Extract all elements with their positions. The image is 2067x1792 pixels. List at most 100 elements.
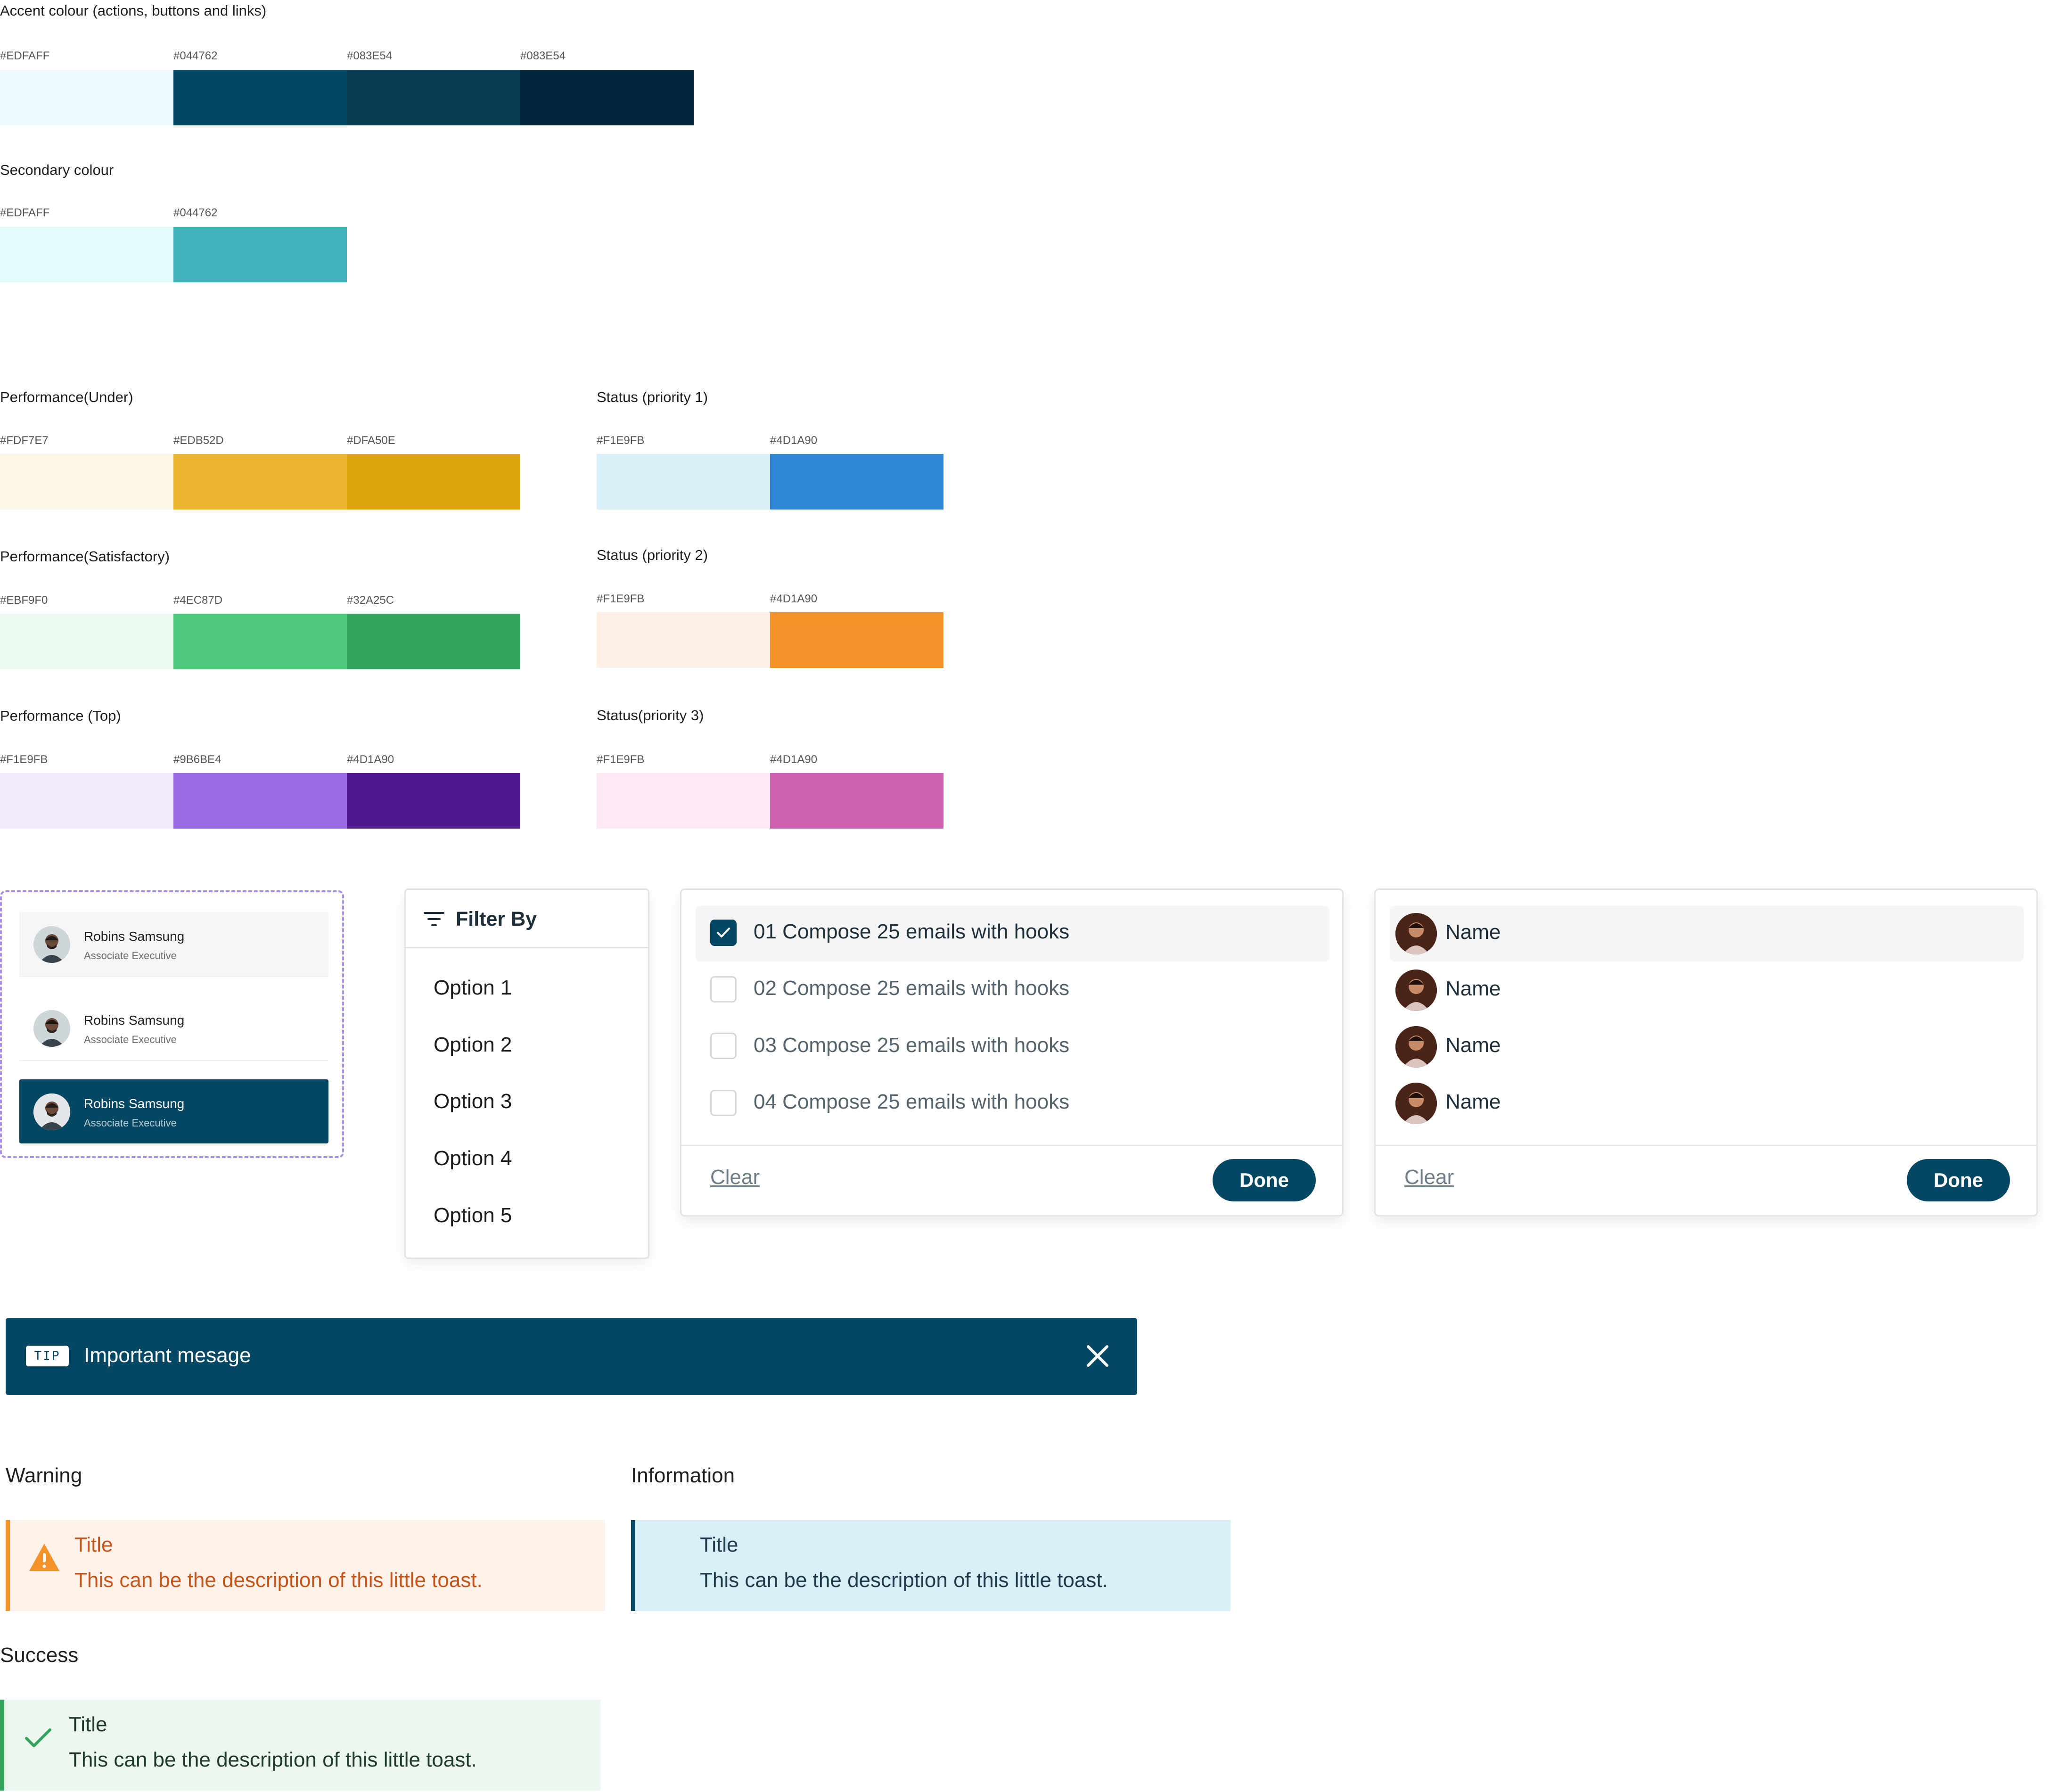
palette-group-label: Status(priority 3) xyxy=(597,707,704,723)
clear-button[interactable]: Clear xyxy=(710,1166,760,1189)
hex-code-label: #4D1A90 xyxy=(770,592,818,605)
avatar xyxy=(33,1010,70,1047)
footer-divider xyxy=(1376,1145,2036,1146)
toast-section-label: Warning xyxy=(6,1464,82,1487)
toast-title: Title xyxy=(700,1533,738,1556)
task-checkbox[interactable] xyxy=(710,1090,737,1116)
divider xyxy=(19,976,328,977)
palette-group-label: Status (priority 2) xyxy=(597,547,708,563)
done-button[interactable]: Done xyxy=(1213,1159,1316,1201)
footer-divider xyxy=(681,1145,1342,1146)
employee-name: Robins Samsung xyxy=(84,1013,185,1028)
avatar xyxy=(1395,913,1437,954)
hex-code-label: #4EC87D xyxy=(173,594,223,607)
color-swatch xyxy=(173,773,347,829)
task-checklist-card: 01 Compose 25 emails with hooks 02 Compo… xyxy=(680,888,1344,1217)
hex-code-label: #4D1A90 xyxy=(770,753,818,766)
employee-role: Associate Executive xyxy=(84,1117,177,1129)
task-label[interactable]: 04 Compose 25 emails with hooks xyxy=(754,1090,1070,1113)
filter-option[interactable]: Option 2 xyxy=(434,1033,512,1056)
color-swatch xyxy=(770,454,943,510)
color-swatch xyxy=(597,612,770,668)
toast-accent-bar xyxy=(0,1700,4,1791)
toast-accent-bar xyxy=(6,1520,10,1611)
avatar xyxy=(33,1093,70,1130)
task-label[interactable]: 03 Compose 25 emails with hooks xyxy=(754,1034,1070,1057)
success-toast: Title This can be the description of thi… xyxy=(0,1700,601,1791)
tip-message: Important mesage xyxy=(84,1344,251,1367)
close-x-icon[interactable] xyxy=(1084,1343,1111,1369)
hex-code-label: #EDFAFF xyxy=(0,49,50,62)
avatar xyxy=(1395,1026,1437,1068)
avatar xyxy=(1395,1083,1437,1124)
row-highlight xyxy=(696,906,1329,962)
person-name[interactable]: Name xyxy=(1445,921,1501,944)
color-swatch xyxy=(347,70,520,125)
color-swatch xyxy=(173,227,347,282)
color-swatch xyxy=(0,227,173,282)
clear-button[interactable]: Clear xyxy=(1404,1166,1454,1189)
palette-group-label: Secondary colour xyxy=(0,162,114,178)
color-swatch xyxy=(173,454,347,510)
filter-option[interactable]: Option 3 xyxy=(434,1090,512,1113)
color-swatch xyxy=(347,614,520,669)
hex-code-label: #EBF9F0 xyxy=(0,594,48,607)
task-checkbox[interactable] xyxy=(710,1033,737,1059)
filter-option[interactable]: Option 1 xyxy=(434,976,512,999)
row-highlight xyxy=(1390,906,2024,962)
employee-item[interactable]: Robins Samsung Associate Executive xyxy=(19,996,328,1060)
color-swatch xyxy=(597,454,770,510)
palette-group-label: Performance(Under) xyxy=(0,389,133,405)
color-swatch xyxy=(770,612,943,668)
checkmark-icon xyxy=(717,928,730,937)
hex-code-label: #F1E9FB xyxy=(597,753,645,766)
person-name[interactable]: Name xyxy=(1445,977,1501,1000)
filter-dropdown: Filter By Option 1 Option 2 Option 3 Opt… xyxy=(404,888,649,1259)
filter-option[interactable]: Option 5 xyxy=(434,1204,512,1227)
person-name[interactable]: Name xyxy=(1445,1034,1501,1057)
employee-name: Robins Samsung xyxy=(84,1096,185,1111)
filter-option[interactable]: Option 4 xyxy=(434,1147,512,1170)
hex-code-label: #9B6BE4 xyxy=(173,753,221,766)
color-swatch xyxy=(520,70,694,125)
filter-title: Filter By xyxy=(456,908,537,930)
done-button[interactable]: Done xyxy=(1907,1159,2010,1201)
hex-code-label: #083E54 xyxy=(520,49,566,62)
employee-name: Robins Samsung xyxy=(84,929,185,944)
employee-item[interactable]: Robins Samsung Associate Executive xyxy=(19,912,328,976)
avatar xyxy=(33,926,70,963)
warning-toast: Title This can be the description of thi… xyxy=(6,1520,605,1611)
color-swatch xyxy=(0,454,173,510)
palette-group-label: Performance (Top) xyxy=(0,707,121,724)
hex-code-label: #044762 xyxy=(173,206,218,219)
task-checkbox[interactable] xyxy=(710,976,737,1003)
toast-description: This can be the description of this litt… xyxy=(700,1569,1108,1592)
color-swatch xyxy=(597,773,770,829)
color-swatch xyxy=(173,614,347,669)
employee-item-selected[interactable]: Robins Samsung Associate Executive xyxy=(19,1079,328,1143)
hex-code-label: #4D1A90 xyxy=(770,434,818,447)
person-name[interactable]: Name xyxy=(1445,1090,1501,1113)
toast-description: This can be the description of this litt… xyxy=(69,1748,477,1771)
avatar xyxy=(1395,970,1437,1011)
task-checkbox-checked[interactable] xyxy=(710,920,737,946)
hex-code-label: #32A25C xyxy=(347,594,394,607)
hex-code-label: #044762 xyxy=(173,49,218,62)
toast-title: Title xyxy=(74,1533,113,1556)
task-label[interactable]: 02 Compose 25 emails with hooks xyxy=(754,977,1070,1000)
hex-code-label: #F1E9FB xyxy=(0,753,48,766)
filter-header[interactable]: Filter By xyxy=(406,890,648,948)
employee-role: Associate Executive xyxy=(84,950,177,962)
employee-list: Robins Samsung Associate Executive Robin… xyxy=(0,890,344,1158)
toast-accent-bar xyxy=(631,1520,635,1611)
tip-badge: TIP xyxy=(26,1346,69,1366)
hex-code-label: #EDFAFF xyxy=(0,206,50,219)
task-label[interactable]: 01 Compose 25 emails with hooks xyxy=(754,920,1070,943)
hex-code-label: #FDF7E7 xyxy=(0,434,49,447)
hex-code-label: #F1E9FB xyxy=(597,592,645,605)
color-swatch xyxy=(0,614,173,669)
toast-description: This can be the description of this litt… xyxy=(74,1569,483,1592)
hex-code-label: #F1E9FB xyxy=(597,434,645,447)
toast-title: Title xyxy=(69,1713,107,1736)
hex-code-label: #EDB52D xyxy=(173,434,224,447)
